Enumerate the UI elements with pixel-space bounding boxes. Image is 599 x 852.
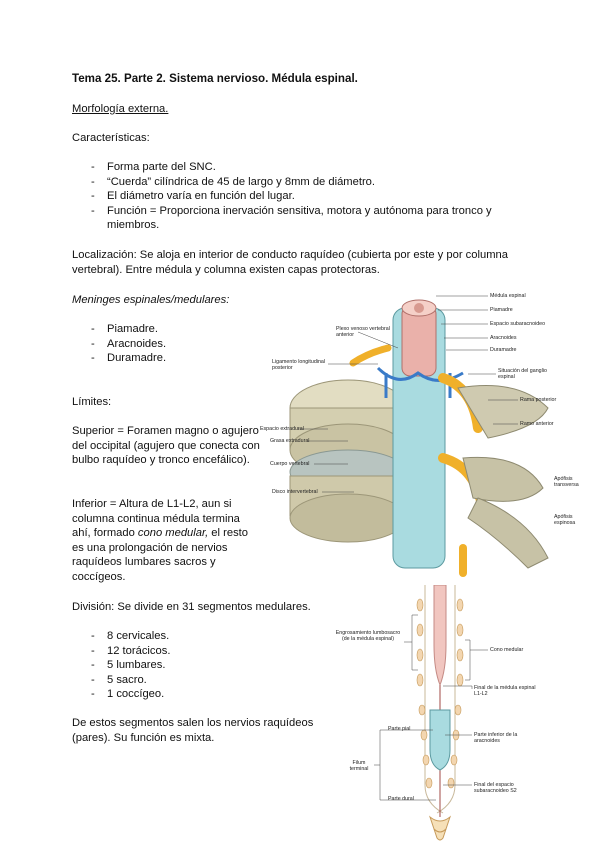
label-cuerpo: Cuerpo vertebral: [270, 461, 310, 467]
label-cono: Cono medular: [490, 647, 524, 653]
label-medula: Médula espinal: [490, 293, 526, 299]
label-parte-pial: Parte pial: [388, 726, 411, 732]
spinal-cord-figure: Médula espinal Piamadre Espacio subaracn…: [258, 288, 598, 580]
list-item: 1 coccígeo.: [72, 687, 272, 702]
limits-heading: Límites:: [72, 396, 112, 408]
list-item: Piamadre.: [72, 322, 272, 337]
label-parte-dural: Parte dural: [388, 796, 414, 802]
page-title: Tema 25. Parte 2. Sistema nervioso. Médu…: [72, 72, 358, 85]
list-item: Aracnoides.: [72, 337, 272, 352]
localization-paragraph: Localización: Se aloja en interior de co…: [72, 249, 508, 276]
label-grasa: Grasa extradural: [270, 438, 310, 444]
label-piamadre: Piamadre: [490, 307, 513, 313]
final-paragraph: De estos segmentos salen los nervios raq…: [72, 717, 314, 744]
label-rama-ant: Ramo anterior: [520, 421, 554, 427]
label-final-espacio: Final del espacio subaracnoideo S2: [474, 782, 517, 794]
label-engrosamiento: Engrosamiento lumbosacro (de la médula e…: [335, 630, 401, 642]
label-aracnoides: Aracnoides: [490, 335, 517, 341]
list-item: 8 cervicales.: [72, 629, 272, 644]
label-parte-inferior: Parte inferior de la aracnoides: [474, 732, 518, 744]
superior-paragraph: Superior = Foramen magno o agujero del o…: [72, 425, 260, 467]
filum-illustration: [374, 584, 488, 841]
list-item: 5 sacro.: [72, 673, 272, 688]
list-item: “Cuerda” cilíndrica de 45 de largo y 8mm…: [72, 175, 522, 190]
characteristics-heading: Características:: [72, 132, 150, 144]
list-item: 5 lumbares.: [72, 658, 272, 673]
list-item: Función = Proporciona inervación sensiti…: [72, 204, 522, 233]
spinal-cord-illustration: [289, 295, 549, 577]
features-list: Forma parte del SNC. “Cuerda” cilíndrica…: [72, 160, 522, 233]
list-item: 12 torácicos.: [72, 644, 272, 659]
list-item: Forma parte del SNC.: [72, 160, 522, 175]
inferior-text: Inferior = Altura de L1-L2, aun si colum…: [72, 498, 240, 540]
inferior-italic: cono medular,: [137, 527, 209, 540]
label-rama-post: Rama posterior: [520, 397, 557, 403]
meninges-list: Piamadre. Aracnoides. Duramadre.: [72, 322, 272, 366]
segments-list: 8 cervicales. 12 torácicos. 5 lumbares. …: [72, 629, 272, 702]
inferior-paragraph: Inferior = Altura de L1-L2, aun si colum…: [72, 497, 258, 585]
label-filum: Filum terminal: [349, 760, 369, 772]
list-item: El diámetro varía en función del lugar.: [72, 189, 522, 204]
section-heading-morphology: Morfología externa.: [72, 103, 169, 115]
label-espacio-sub: Espacio subaracnoideo: [490, 321, 546, 327]
label-ligamento: Ligamento longitudinal posterior: [272, 359, 326, 371]
label-duramadre: Duramadre: [490, 347, 517, 353]
meninges-heading: Meninges espinales/medulares:: [72, 294, 230, 306]
list-item: Duramadre.: [72, 351, 272, 366]
label-disco: Disco intervertebral: [272, 489, 318, 495]
filum-figure: Engrosamiento lumbosacro (de la médula e…: [330, 584, 580, 847]
label-plexo: Plexo venoso vertebral anterior: [336, 326, 390, 338]
label-final-medula: Final de la médula espinal L1-L2: [474, 685, 536, 697]
label-apofisis-e: Apófisis espinosa: [554, 514, 576, 526]
inferior-text-end: el resto es una prolongación de nervios …: [72, 527, 248, 583]
label-situacion: Situación del ganglio espinal: [498, 368, 547, 380]
division-paragraph: División: Se divide en 31 segmentos medu…: [72, 601, 311, 613]
label-espacio-ext: Espacio extradural: [260, 426, 304, 432]
label-apofisis-t: Apófisis transversa: [554, 476, 579, 488]
